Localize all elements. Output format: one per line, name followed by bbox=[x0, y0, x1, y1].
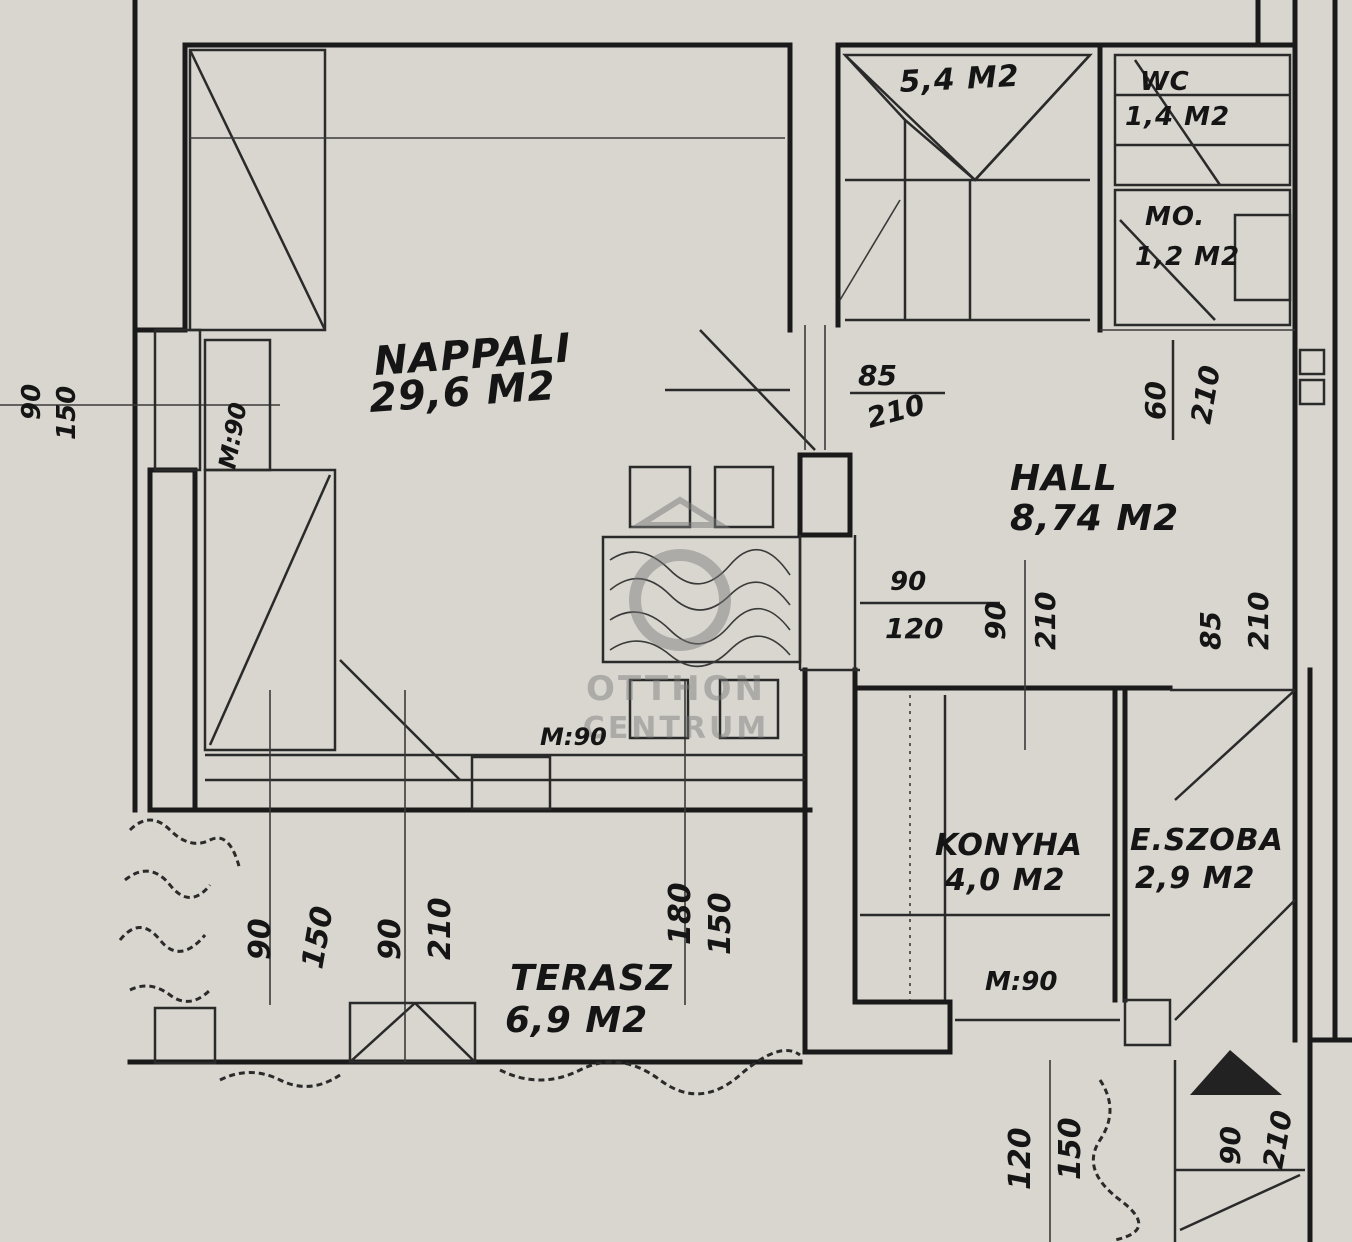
room-name-mo: MO. bbox=[1145, 202, 1205, 232]
stove-block bbox=[601, 452, 860, 740]
dim-left-edge-a: 90 bbox=[17, 384, 47, 420]
room-area-konyha: 4,0 M2 bbox=[944, 863, 1065, 898]
room-name-konyha: KONYHA bbox=[935, 828, 1083, 863]
room-name-terasz: TERASZ bbox=[510, 958, 673, 999]
dim-left-edge-b: 150 bbox=[52, 386, 82, 440]
bathroom-fixtures bbox=[839, 53, 1093, 322]
dim-hall-opening-2-h: 210 bbox=[1029, 592, 1062, 650]
watermark: OTTHON CENTRUM bbox=[583, 496, 769, 746]
watermark-line2: CENTRUM bbox=[583, 711, 769, 746]
room-labels: NAPPALI 29,6 M2 HALL 8,74 M2 5,4 M2 WC 1… bbox=[367, 59, 1284, 1041]
dim-terasz-1-w: 90 bbox=[243, 918, 278, 960]
dim-door-hall-top-w: 85 bbox=[858, 359, 897, 392]
dim-terasz-2-w: 90 bbox=[373, 918, 408, 960]
dim-entry-window-h: 150 bbox=[1053, 1117, 1088, 1180]
dim-hall-opening-3-w: 85 bbox=[1194, 611, 1227, 650]
dim-door-hall-top-h: 210 bbox=[863, 388, 928, 435]
room-area-mo: 1,2 M2 bbox=[1135, 242, 1240, 272]
dim-hall-opening-3-h: 210 bbox=[1242, 592, 1275, 650]
dim-terasz-3-h: 150 bbox=[703, 892, 738, 955]
dim-window-konyha: M:90 bbox=[985, 967, 1057, 997]
walls bbox=[127, 0, 1352, 1242]
entry-area bbox=[1049, 1050, 1305, 1242]
dim-window-nappali-bottom: M:90 bbox=[540, 723, 607, 751]
dim-hall-opening-2-w: 90 bbox=[979, 601, 1012, 640]
room-area-terasz: 6,9 M2 bbox=[505, 1000, 648, 1041]
room-name-eszoba: E.SZOBA bbox=[1130, 823, 1284, 858]
dim-terasz-3-w: 180 bbox=[663, 882, 698, 945]
room-name-hall: HALL bbox=[1010, 458, 1118, 499]
terrace-fixtures bbox=[118, 818, 801, 1096]
watermark-line1: OTTHON bbox=[586, 669, 766, 709]
dim-entry-door-h: 210 bbox=[1256, 1108, 1299, 1171]
dim-hall-opening-1-h: 120 bbox=[885, 612, 943, 645]
dim-entry-window-w: 120 bbox=[1003, 1127, 1038, 1190]
nappali-furniture bbox=[0, 48, 826, 1005]
dim-door-hall-right-h: 210 bbox=[1184, 363, 1227, 426]
room-name-wc: WC bbox=[1140, 67, 1190, 97]
dim-window-left: M:90 bbox=[213, 400, 252, 471]
kitchen-fixtures bbox=[860, 560, 1296, 1047]
room-area-hall: 8,74 M2 bbox=[1010, 498, 1179, 539]
room-area-eszoba: 2,9 M2 bbox=[1135, 861, 1255, 896]
room-area-wc: 1,4 M2 bbox=[1125, 102, 1230, 132]
dim-terasz-1-h: 150 bbox=[295, 904, 340, 972]
dim-door-hall-right-w: 60 bbox=[1139, 381, 1172, 420]
dim-entry-door-w: 90 bbox=[1214, 1126, 1247, 1165]
house-logo-icon bbox=[629, 496, 731, 651]
dim-hall-opening-1-w: 90 bbox=[890, 567, 926, 597]
wc-mo-fixtures bbox=[1100, 53, 1326, 406]
dim-terasz-2-h: 210 bbox=[423, 897, 458, 960]
entry-arrow-icon bbox=[1190, 1050, 1282, 1095]
room-area-furdo: 5,4 M2 bbox=[899, 59, 1021, 100]
